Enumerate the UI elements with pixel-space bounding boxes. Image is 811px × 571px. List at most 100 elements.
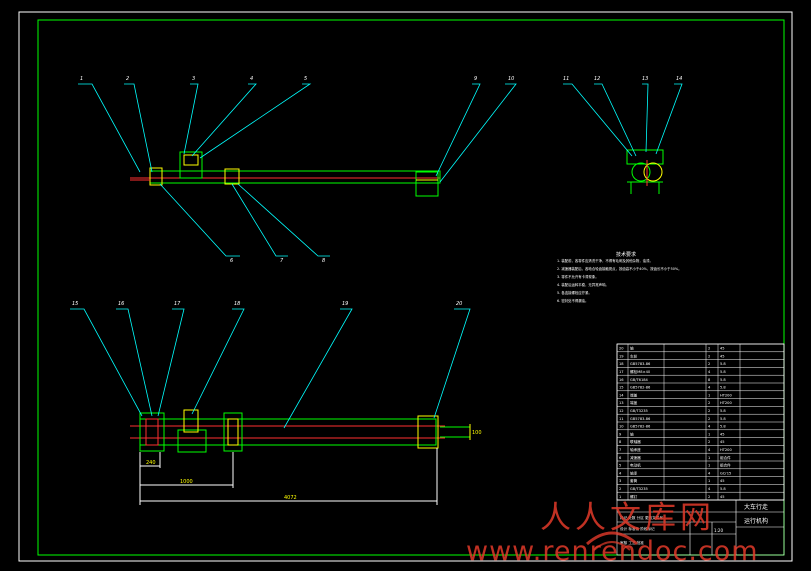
bom-cell: 45 xyxy=(720,347,725,351)
bom-cell: 5.8 xyxy=(720,378,726,382)
bom-cell: 轴 xyxy=(630,346,634,351)
title-block-drawing-title: 运行机构 xyxy=(744,517,768,525)
title-block-scale: 1:20 xyxy=(714,528,723,533)
balloon-8: 8 xyxy=(322,258,325,264)
bom-cell: GB5783-86 xyxy=(630,417,651,421)
bom-cell: GB5782-86 xyxy=(630,425,651,429)
title-block-sub2: 设计 标准化 阶段标记 xyxy=(620,526,655,531)
bom-cell: 18 xyxy=(619,362,624,366)
leader-lines xyxy=(70,83,683,429)
bom-cell: HT200 xyxy=(720,448,732,452)
bom-cell: 5 xyxy=(619,464,621,468)
title-block-sub1: 标记 处数 分区 更改文件号 xyxy=(620,515,663,520)
bom-cell: 17 xyxy=(619,370,624,374)
bom-cell: 9 xyxy=(619,432,622,436)
title-block-sub3: 审核 工艺 批准 xyxy=(620,540,644,545)
bom-cell: 5.8 xyxy=(720,487,726,491)
bom-cell: 套筒 xyxy=(630,478,638,483)
note-line-6: 6. 密封处不得漏油。 xyxy=(557,298,588,303)
bom-cell: 端盖 xyxy=(630,400,638,405)
bom-cell: 2 xyxy=(619,487,621,491)
bom-cell: 1 xyxy=(708,432,710,436)
bom-cell: 4 xyxy=(619,471,622,475)
notes-heading: 技术要求 xyxy=(616,251,636,258)
bom-cell: 轴承 xyxy=(630,470,638,475)
bom-cell: 5.8 xyxy=(720,417,726,421)
bom-cell: 5.8 xyxy=(720,409,726,413)
bom-cell: 19 xyxy=(619,354,624,358)
bom-cell: 5.8 xyxy=(720,362,726,366)
note-line-4: 4. 装配后运转平稳，无异常声响。 xyxy=(557,282,609,287)
title-block xyxy=(616,499,785,556)
bom-cell: 轴 xyxy=(630,431,634,436)
balloon-3: 3 xyxy=(192,76,195,82)
side-view xyxy=(626,149,664,194)
balloon-7: 7 xyxy=(280,258,284,264)
bom-cell: GCr15 xyxy=(720,471,731,475)
bom-cell: 5.8 xyxy=(720,370,726,374)
bom-cell: 5.8 xyxy=(720,425,726,429)
bom-cell: 45 xyxy=(720,354,725,358)
outer-frame xyxy=(18,11,793,562)
dim-1000: 1000 xyxy=(180,479,193,485)
bom-cell: 4 xyxy=(708,386,711,390)
balloon-13: 13 xyxy=(642,76,648,82)
balloon-15: 15 xyxy=(72,301,78,307)
inner-frame xyxy=(37,19,785,556)
top-assembly xyxy=(130,151,441,197)
balloon-9: 9 xyxy=(474,76,477,82)
bom-cell: HT200 xyxy=(720,393,732,397)
watermark-logo-icon xyxy=(586,531,638,551)
bom-cell: 15 xyxy=(619,386,624,390)
bom-cell: GB5782-86 xyxy=(630,386,651,390)
watermark-url[interactable]: www.renrendoc.com xyxy=(466,536,759,567)
bom-cell: 1 xyxy=(619,495,621,499)
dim-100: 100 xyxy=(472,430,482,436)
bom-cell: 45 xyxy=(720,495,725,499)
dim-240: 240 xyxy=(146,460,156,466)
bom-cell: GB/T3235 xyxy=(630,409,648,413)
balloon-17: 17 xyxy=(174,301,181,307)
bom-cell: 2 xyxy=(708,401,710,405)
balloon-4: 4 xyxy=(250,76,253,82)
bom-cell: 4 xyxy=(708,370,711,374)
balloon-2: 2 xyxy=(126,76,129,82)
balloon-18: 18 xyxy=(234,301,240,307)
bom-cell: 8 xyxy=(708,378,711,382)
bom-cell: 4 xyxy=(708,425,711,429)
bom-cell: 3 xyxy=(619,479,621,483)
balloon-10: 10 xyxy=(508,76,514,82)
balloon-20: 20 xyxy=(456,301,462,307)
bom-cell: 4 xyxy=(708,448,711,452)
bom-cell: 16 xyxy=(619,378,624,382)
bom-cell: 螺钉 xyxy=(630,494,638,499)
bom-cell: 1 xyxy=(708,456,710,460)
lower-assembly xyxy=(130,409,471,453)
bom-cell: GB/T6184 xyxy=(630,378,649,382)
note-line-2: 2. 减速器装配后，各啮合轮齿接触斑点，按齿高不小于40%，按齿长不小于50%。 xyxy=(557,266,682,271)
note-line-1: 1. 装配前，各零件应清洗干净，不得有毛刺及其他杂物，油漆。 xyxy=(557,258,653,263)
bom-cell: GB5783-86 xyxy=(630,362,651,366)
bom-cell: 4 xyxy=(708,471,711,475)
bom-cell: 13 xyxy=(619,401,624,405)
bom-cell: 11 xyxy=(619,417,624,421)
bom-cell: 车轮 xyxy=(630,353,638,358)
bom-cell: 6 xyxy=(619,456,622,460)
bom-cell: 联轴器 xyxy=(630,439,641,444)
balloon-labels: 1 2 3 4 5 9 10 6 7 8 11 12 13 14 15 16 1… xyxy=(72,76,682,307)
bom-cell: 2 xyxy=(708,354,710,358)
bom-cell: 2 xyxy=(708,495,710,499)
bom-cell: 组合件 xyxy=(720,455,731,460)
bom-cell: 7 xyxy=(619,448,621,452)
bom-cell: 14 xyxy=(619,393,624,397)
bom-cell: 电动机 xyxy=(630,463,641,468)
bom-cell: HT200 xyxy=(720,401,732,405)
bom-cell: 2 xyxy=(708,440,710,444)
bom-cell: GB/T3235 xyxy=(630,487,648,491)
bom-cell: 20 xyxy=(619,347,624,351)
bom-cell: 轴承座 xyxy=(630,447,641,452)
title-block-name: 大车行走 xyxy=(744,503,768,511)
bom-cell: 8 xyxy=(619,440,622,444)
